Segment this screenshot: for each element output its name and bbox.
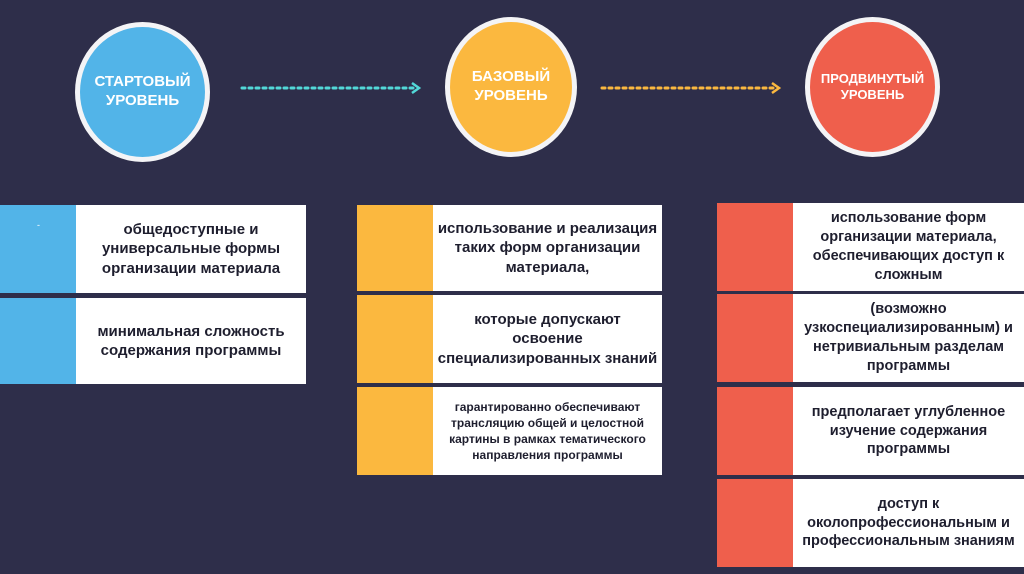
advanced-item-3-text: предполагает углубленное изучение содерж… bbox=[811, 403, 1006, 458]
start-level-title-line1: СТАРТОВЫЙ bbox=[94, 73, 191, 91]
color-swatch bbox=[357, 387, 433, 475]
color-swatch bbox=[717, 479, 793, 567]
base-item-3: гарантированно обеспечивают трансляцию о… bbox=[357, 387, 662, 475]
advanced-item-2-text: (возможно узкоспециализированным) и нетр… bbox=[804, 301, 1013, 374]
advanced-item-3: предполагает углубленное изучение содерж… bbox=[717, 387, 1024, 475]
color-swatch bbox=[717, 387, 793, 475]
advanced-level-title-line1: ПРОДВИНУТЫЙ bbox=[820, 70, 925, 86]
base-item-1: использование и реализация таких форм ор… bbox=[357, 205, 662, 291]
base-item-1-text: использование и реализация таких форм ор… bbox=[437, 219, 658, 276]
arrow-head-icon bbox=[771, 81, 782, 95]
advanced-item-1-text: использование форм организации материала… bbox=[812, 210, 1005, 283]
arrow-head-icon bbox=[411, 81, 422, 95]
start-level-title-line2: УРОВЕНЬ bbox=[105, 92, 180, 109]
advanced-item-1: использование форм организации материала… bbox=[717, 203, 1024, 291]
start-item-2-text: минимальная сложность содержания програм… bbox=[97, 322, 285, 360]
base-level-circle: БАЗОВЫЙ УРОВЕНЬ bbox=[450, 22, 572, 152]
advanced-item-2: (возможно узкоспециализированным) и нетр… bbox=[717, 294, 1024, 382]
marker-dot: - bbox=[37, 220, 40, 230]
advanced-item-4-text: доступ к околопрофессиональным и професс… bbox=[802, 495, 1015, 550]
start-item-2: минимальная сложность содержания програм… bbox=[0, 298, 306, 384]
base-level-title-line1: БАЗОВЫЙ bbox=[471, 68, 551, 86]
color-swatch bbox=[717, 203, 793, 291]
start-level-circle: СТАРТОВЫЙ УРОВЕНЬ bbox=[80, 27, 205, 157]
advanced-level-circle: ПРОДВИНУТЫЙ УРОВЕНЬ bbox=[810, 22, 935, 152]
advanced-item-4: доступ к околопрофессиональным и професс… bbox=[717, 479, 1024, 567]
color-swatch bbox=[357, 295, 433, 383]
color-swatch bbox=[357, 205, 433, 291]
color-swatch bbox=[717, 294, 793, 382]
base-level-title-line2: УРОВЕНЬ bbox=[474, 87, 548, 104]
start-item-1-text: общедоступные и универсальные формы орга… bbox=[101, 220, 281, 277]
base-item-2-text: которые допускают освоение специализиров… bbox=[437, 310, 658, 367]
color-swatch bbox=[0, 205, 76, 293]
dotted-arrow-1 bbox=[240, 81, 422, 95]
advanced-level-title-line2: УРОВЕНЬ bbox=[840, 87, 905, 102]
base-item-2: которые допускают освоение специализиров… bbox=[357, 295, 662, 383]
start-item-1: общедоступные и универсальные формы орга… bbox=[0, 205, 306, 293]
dotted-arrow-2 bbox=[600, 81, 782, 95]
base-item-3-text: гарантированно обеспечивают трансляцию о… bbox=[449, 399, 646, 463]
color-swatch bbox=[0, 298, 76, 384]
